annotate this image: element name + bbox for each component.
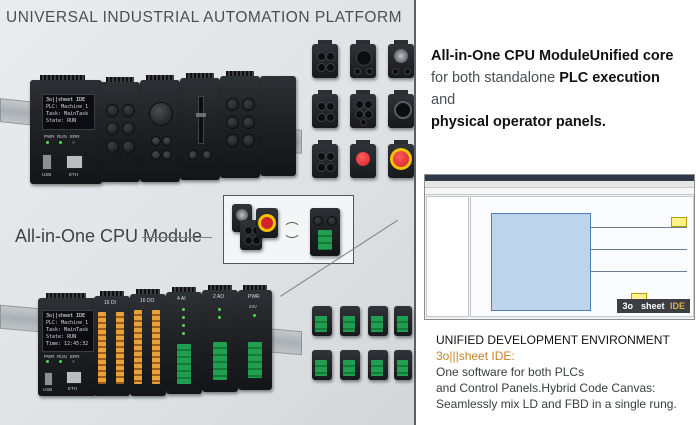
- joystick-module: [140, 75, 180, 182]
- rotary-tile: [388, 90, 414, 128]
- cpu-display: 3o||sheet IDE PLC: Machine_1 Task: MainT…: [42, 94, 95, 130]
- io-tile: [340, 350, 360, 380]
- io-module-4ai: 4 AI: [166, 287, 202, 394]
- io-tile: [368, 306, 388, 336]
- keypad-tile: [312, 90, 338, 128]
- button-module-1: [100, 77, 140, 182]
- selector-tile: [350, 90, 376, 128]
- emergency-stop-tile: [388, 140, 414, 178]
- cpu-module-top: 3o||sheet IDE PLC: Machine_1 Task: MainT…: [30, 75, 102, 184]
- end-module: [260, 76, 296, 176]
- keypad-tile: [312, 40, 338, 78]
- cpu-module-label: All-in-One CPU Module: [15, 226, 203, 246]
- platform-title: UNIVERSAL INDUSTRIAL AUTOMATION PLATFORM: [6, 9, 403, 26]
- io-module-16di: 16 DI: [94, 291, 130, 396]
- io-tile: [312, 306, 332, 336]
- ethernet-port: [66, 371, 82, 384]
- vertical-divider: [414, 0, 416, 425]
- button-module-2: [220, 71, 260, 178]
- feature-heading: All-in-One CPU ModuleUnified core for bo…: [431, 48, 674, 130]
- knob-tile: [388, 40, 414, 78]
- io-module-2ao: 2 AO: [202, 285, 238, 392]
- project-tree: [426, 196, 469, 317]
- cpu-display: 3o||sheet IDE PLC: Machine_1 Task: MainT…: [42, 310, 94, 352]
- ethernet-port: [66, 155, 83, 169]
- cpu-module-bottom: 3o||sheet IDE PLC: Machine_1 Task: MainT…: [38, 293, 96, 396]
- dev-environment-text: UNIFIED DEVELOPMENT ENVIRONMENT 3o|||she…: [436, 333, 677, 411]
- io-tile: [394, 306, 412, 336]
- io-module-16do: 16 DO: [130, 289, 166, 396]
- product-image-panel: UNIVERSAL INDUSTRIAL AUTOMATION PLATFORM…: [0, 0, 414, 425]
- connector-line: [142, 237, 212, 238]
- joystick-tile: [350, 40, 376, 78]
- slider-module: [180, 73, 220, 180]
- io-tile: [394, 350, 412, 380]
- io-tile: [340, 306, 360, 336]
- power-module: PWR 24V: [238, 285, 272, 390]
- code-canvas: [470, 196, 694, 317]
- io-tile: [368, 350, 388, 380]
- pushbutton-red-tile: [350, 140, 376, 178]
- fbd-block: [491, 213, 591, 311]
- io-tile: [312, 350, 332, 380]
- keypad-tile: [312, 140, 338, 178]
- swap-cycle-icon: [283, 222, 301, 238]
